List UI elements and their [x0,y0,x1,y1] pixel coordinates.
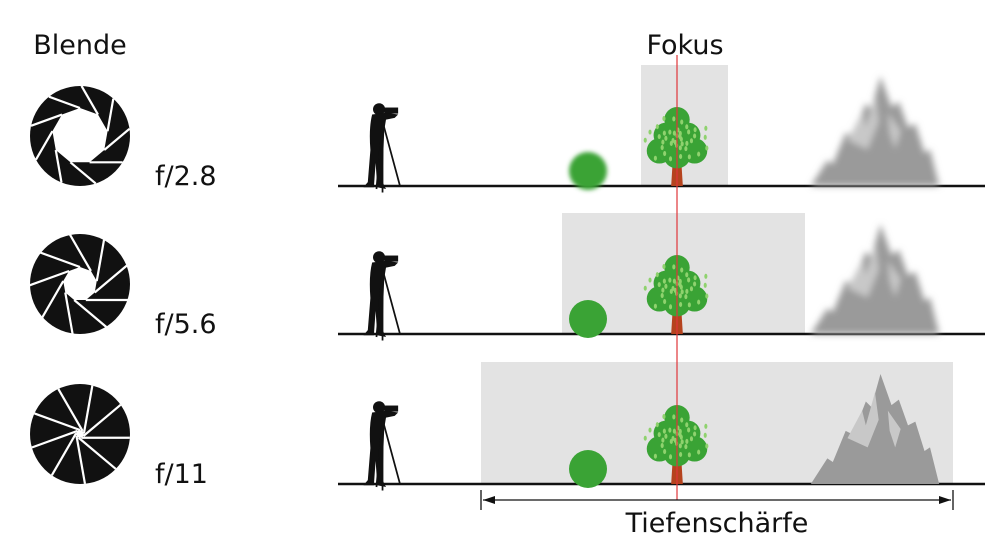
focus-title: Fokus [646,30,723,61]
f-label-5-6: f/5.6 [155,309,217,340]
aperture-icon [29,234,130,335]
bush-icon [569,450,607,488]
bush-icon [569,152,607,190]
aperture-title: Blende [33,30,127,61]
aperture-icon [30,384,130,484]
dof-label: Tiefenschärfe [625,508,809,539]
bush-icon [569,300,607,338]
f-label-11: f/11 [155,459,208,490]
mountain-icon [810,76,940,186]
photographer-icon [362,102,401,194]
dof-row: f/2.8 [30,65,985,194]
dof-dimension-arrow [480,490,954,510]
dof-row: f/11 [30,362,985,492]
photographer-icon [362,400,401,492]
mountain-icon [810,224,940,334]
photographer-icon [362,250,401,342]
aperture-icon [30,85,131,186]
f-label-2-8: f/2.8 [155,161,217,192]
dof-row: f/5.6 [29,213,985,342]
